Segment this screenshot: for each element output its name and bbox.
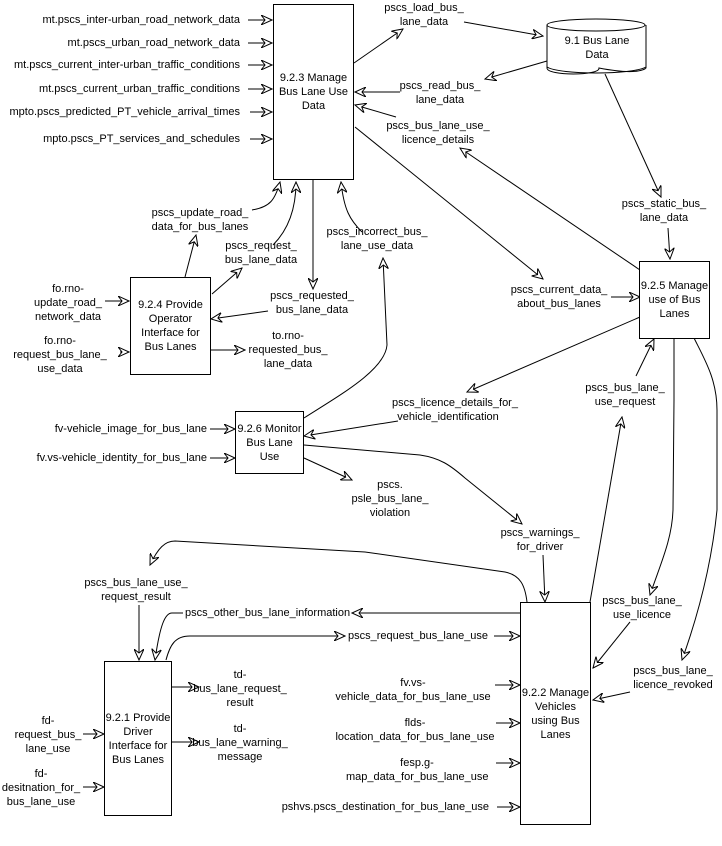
flow-label: pscs_bus_lane_use_ licence_details [386,120,490,146]
flow-label: pscs_incorrect_bus_ lane_use_data [326,226,428,252]
process-9-2-2[interactable]: 9.2.2 Manage Vehicles using Bus Lanes [520,602,591,825]
flow-label: pscs_bus_lane_ use_request [585,382,665,408]
flow-label: fd- request_bus_ lane_use [14,715,82,755]
flow-label: fd- desitnation_for_ bus_lane_use [1,768,81,808]
flow-line [589,417,622,603]
flow-line [467,316,641,392]
flow-label: fo.rno- update_road_ network_data [34,283,102,323]
flow-label: fv.vs-vehicle_identity_for_bus_lane [36,452,207,464]
flow-label: mpto.pscs_predicted_PT_vehicle_arrival_t… [9,106,241,118]
flow-label: td- bus_lane_warning_ message [192,723,288,763]
flow-label: pscs_request_ bus_lane_data [224,240,298,266]
flow-line [165,636,345,661]
flow-label: pscs_bus_lane_use_ request_result [84,577,188,603]
flow-label: pscs_static_bus_ lane_data [621,198,707,224]
process-9-2-1[interactable]: 9.2.1 Provide Driver Interface for Bus L… [104,661,172,816]
flow-line [593,691,631,700]
flow-line [354,126,543,279]
flow-line [355,105,397,118]
flow-label: pscs. psle_bus_lane_ violation [351,479,429,519]
flow-label: pscs_request_bus_lane_use [348,630,489,642]
flow-line [593,621,631,668]
flow-label: mt.pscs_current_urban_traffic_conditions [39,83,240,95]
flow-label: fesp.g- map_data_for_bus_lane_use [346,757,489,783]
flow-line [304,420,399,436]
flow-label: mt.pscs_urban_road_network_data [67,37,240,49]
flow-line [604,73,661,197]
flow-line [211,268,242,295]
flow-line [303,457,352,480]
flow-label: mpto.pscs_PT_services_and_schedules [43,133,240,145]
process-9-2-6[interactable]: 9.2.6 Monitor Bus Lane Use [235,411,304,474]
flow-label: pshvs.pscs_destination_for_bus_lane_use [281,801,489,813]
flow-line [460,148,641,271]
flow-label: fo.rno- request_bus_lane_ use_data [13,335,107,375]
flow-line [341,182,363,233]
flow-label: pscs_other_bus_lane_information [185,607,351,619]
process-9-2-3[interactable]: 9.2.3 Manage Bus Lane Use Data [273,4,354,180]
flow-line [650,338,675,595]
flow-line [635,339,654,377]
flow-label: to.rno- requested_bus_ lane_data [248,330,328,370]
flow-line [184,235,196,278]
flow-label: fv.vs- vehicle_data_for_bus_lane_use [335,677,491,703]
flow-line [463,21,543,36]
flow-line [485,60,548,79]
flow-line [303,444,522,524]
flow-label: pscs_current_data_ about_bus_lanes [510,284,608,310]
flow-label: pscs_read_bus_ lane_data [399,80,481,106]
data-store-label: 9.1 Bus Lane Data [564,35,630,61]
flow-label: flds- location_data_for_bus_lane_use [335,717,495,743]
flow-line [543,554,545,602]
flow-label: td- bus_lane_request_ result [193,669,287,709]
flow-label: pscs_warnings_ for_driver [500,527,580,553]
flow-label: pscs_bus_lane_ use_licence [602,595,682,621]
process-9-2-4[interactable]: 9.2.4 Provide Operator Interface for Bus… [130,277,211,375]
flow-line [303,258,387,419]
flow-label: pscs_bus_lane_ licence_revoked [633,665,713,691]
flow-line [211,310,269,319]
flow-label: mt.pscs_inter-urban_road_network_data [42,14,240,26]
flow-label: pscs_requested_ bus_lane_data [270,290,354,316]
flow-line [682,337,718,660]
flow-label: pscs_update_road_ data_for_bus_lanes [151,207,249,233]
flow-line [272,182,296,246]
flow-label: fv-vehicle_image_for_bus_lane [54,423,207,435]
flow-label: mt.pscs_current_inter-urban_traffic_cond… [13,59,240,71]
flow-line [251,182,280,211]
flow-line [668,227,670,259]
flow-line [150,540,528,603]
flow-label: pscs_licence_details_for_ vehicle_identi… [392,397,518,423]
flow-label: pscs_load_bus_ lane_data [384,2,464,28]
process-9-2-5[interactable]: 9.2.5 Manage use of Bus Lanes [639,261,710,339]
flow-line [353,29,403,64]
data-store-9-1 [546,18,647,75]
flow-line [155,612,183,660]
